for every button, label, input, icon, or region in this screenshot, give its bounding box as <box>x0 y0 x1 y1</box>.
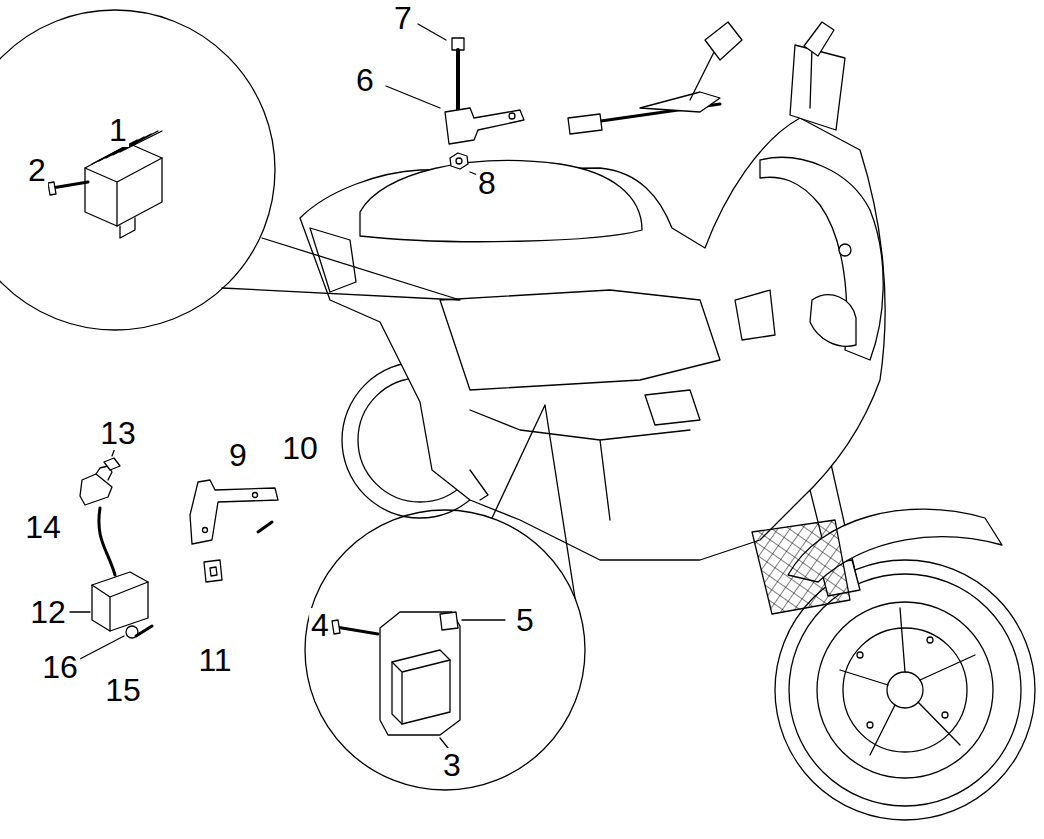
radiator-grille <box>752 520 850 614</box>
screw <box>52 182 88 188</box>
wheel-hub <box>887 672 923 708</box>
handle-grip <box>568 114 602 134</box>
callout-number: 7 <box>392 1 414 35</box>
seat <box>360 161 642 242</box>
windscreen <box>790 45 845 130</box>
side-vent <box>735 290 775 340</box>
callout-number: 3 <box>441 748 463 782</box>
callout-number: 11 <box>196 643 233 677</box>
brake-lever <box>640 92 720 112</box>
cdi-bracket <box>380 612 460 735</box>
callout-number: 16 <box>40 650 80 684</box>
bracket-hole <box>203 528 208 533</box>
clip <box>440 612 458 630</box>
leader-line <box>386 24 480 176</box>
mirror <box>705 22 742 60</box>
leader-line <box>70 448 124 660</box>
regulator-connector <box>120 218 135 238</box>
bracket <box>445 108 524 144</box>
scooter-body <box>300 118 885 560</box>
callout-number: 9 <box>227 438 249 472</box>
side-vent <box>645 390 700 425</box>
screw-head <box>332 620 340 634</box>
voltage-regulator <box>85 144 162 226</box>
disc-hole <box>867 722 873 728</box>
callout-number: 10 <box>280 431 320 465</box>
leader-line <box>440 620 505 748</box>
disc-hole <box>857 652 863 658</box>
front-rim <box>817 602 993 778</box>
bracket-hole <box>253 493 258 498</box>
callout-number: 2 <box>26 153 48 187</box>
mirror <box>804 22 834 56</box>
callout-number: 8 <box>476 166 498 200</box>
spark-plug-cap <box>80 474 112 505</box>
coil-bracket <box>190 480 278 544</box>
callout-number: 15 <box>103 673 143 707</box>
detail-circle <box>305 510 585 790</box>
callout-number: 13 <box>98 416 138 450</box>
cdi-unit <box>392 650 450 724</box>
bracket-hole <box>509 113 515 119</box>
screw <box>136 626 152 636</box>
wheel-spokes <box>840 608 975 755</box>
clip-slot <box>210 567 217 576</box>
headlight <box>810 295 856 346</box>
callout-number: 14 <box>23 510 63 544</box>
regulator-edge <box>85 158 162 226</box>
ht-lead <box>99 508 115 575</box>
badge <box>839 244 851 256</box>
screw <box>336 627 378 634</box>
detail-leader <box>222 238 460 300</box>
bolt-shank <box>456 50 460 112</box>
front-shield <box>760 157 883 360</box>
side-panel <box>440 290 720 390</box>
body-line <box>470 410 690 520</box>
ignition-coil <box>92 572 148 631</box>
screw-head <box>48 182 56 195</box>
callout-number: 12 <box>28 595 68 629</box>
clip <box>204 560 222 582</box>
coil-edge <box>92 582 148 631</box>
screw <box>258 522 272 532</box>
nut <box>450 153 468 169</box>
cdi-edge <box>392 660 450 724</box>
mirror-stem <box>810 48 812 108</box>
detail-leader <box>492 405 575 598</box>
disc-hole <box>942 712 948 718</box>
callout-number: 6 <box>354 63 376 97</box>
detail-circle <box>0 10 275 330</box>
front-tyre-inner <box>789 574 1021 806</box>
callout-number: 4 <box>309 608 331 642</box>
cap-seal <box>104 458 120 470</box>
callout-number: 5 <box>514 603 536 637</box>
nut-hole <box>456 158 462 164</box>
side-stand <box>470 470 488 500</box>
callout-number: 1 <box>107 113 129 147</box>
disc-hole <box>927 637 933 643</box>
